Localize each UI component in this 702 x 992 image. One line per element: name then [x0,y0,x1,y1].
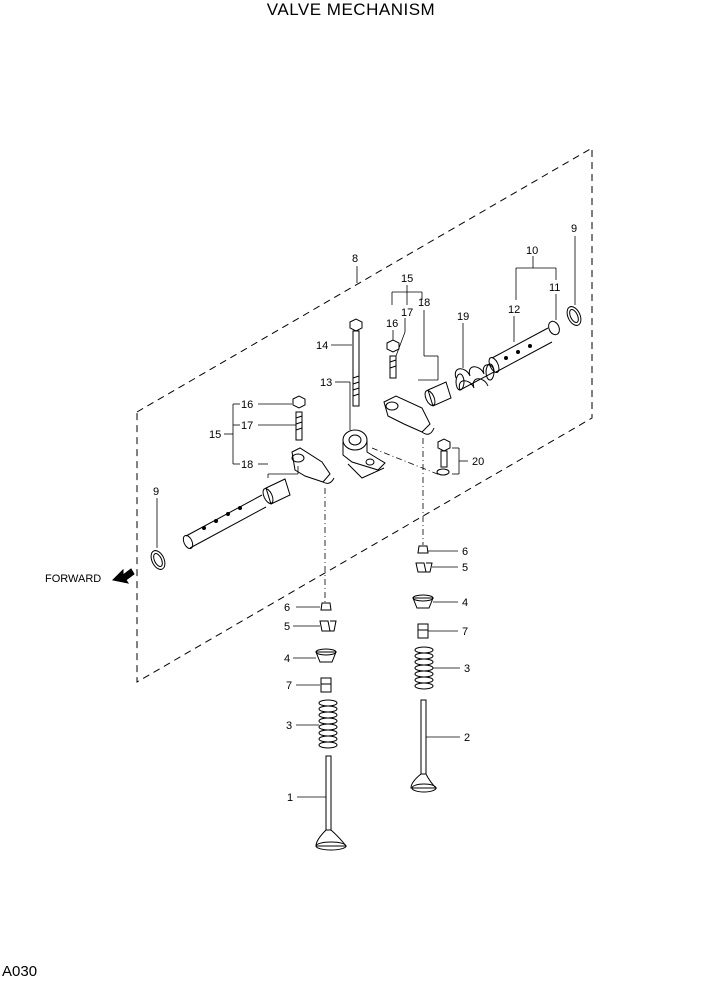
callout-9-right: 9 [571,223,577,235]
callout-19: 19 [457,311,469,323]
rocker-shaft-right [488,327,553,373]
callout-1: 1 [287,792,293,804]
callout-15-right: 15 [401,273,413,285]
adjust-screw-left [292,395,306,441]
callout-6-left: 6 [284,602,290,614]
snap-ring-left [150,550,166,570]
callout-4-right: 4 [462,597,468,609]
page-code: A030 [2,963,38,980]
callout-8: 8 [352,253,358,265]
callout-3-right: 3 [464,663,470,675]
callout-18-right: 18 [418,297,430,309]
callout-4-left: 4 [284,653,290,665]
callout-5-right: 5 [462,562,468,574]
callout-labels: 8 9 10 11 12 15 18 17 16 19 14 13 16 17 … [153,223,577,804]
bushing-left [262,478,291,505]
rocker-bracket [342,429,386,479]
bolt-14 [349,318,363,407]
callout-16-left: 16 [241,399,253,411]
callout-15-left: 15 [209,429,221,441]
assembly-boundary [136,147,593,683]
rocker-spring [454,363,495,391]
rocker-arm-left [291,447,335,484]
callout-17-right: 17 [401,307,413,319]
callout-18-left: 18 [241,459,253,471]
callout-12: 12 [508,304,520,316]
leader-lines [156,236,576,798]
callout-2: 2 [464,732,470,744]
callout-20: 20 [472,456,484,468]
valve-stack-left [315,602,348,851]
callout-6-right: 6 [462,546,468,558]
forward-label: FORWARD [45,573,101,585]
rocker-shaft-left [182,494,267,550]
valve-stack-right [410,545,438,793]
callout-5-left: 5 [284,621,290,633]
callout-14: 14 [316,340,328,352]
callout-10: 10 [526,245,538,257]
callout-17-left: 17 [241,420,253,432]
bolt-20 [436,438,451,476]
callout-9-left: 9 [153,486,159,498]
center-lines [324,438,441,605]
bushing-right [424,381,452,407]
adjust-screw-right [386,339,400,379]
callout-7-right: 7 [462,626,468,638]
page-title: VALVE MECHANISM [266,0,436,19]
callout-11: 11 [549,282,560,294]
forward-arrow-icon [111,568,135,584]
callout-16-right: 16 [386,318,398,330]
callout-7-left: 7 [286,680,292,692]
rocker-arm-right [383,395,435,435]
snap-ring-right [566,306,582,326]
shaft-plug [548,320,560,336]
callout-13: 13 [320,377,332,389]
callout-3-left: 3 [286,720,292,732]
